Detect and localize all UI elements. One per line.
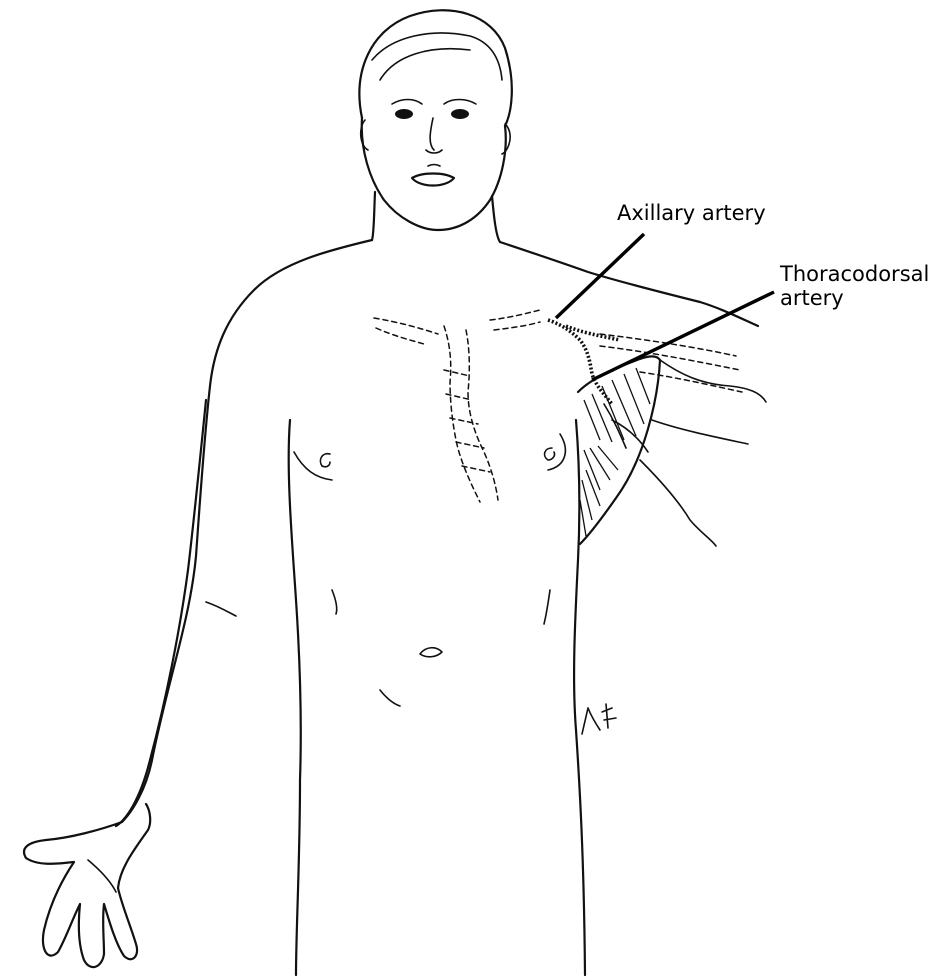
label-thoracodorsal-artery: Thoracodorsal artery	[780, 262, 929, 310]
artist-signature	[578, 700, 628, 740]
face	[392, 100, 476, 186]
skeleton-outline-dashed	[374, 310, 540, 502]
label-thoracodorsal-line2: artery	[780, 286, 929, 310]
arm-and-hand	[24, 400, 236, 967]
head	[359, 10, 511, 230]
leader-line-axillary	[556, 234, 644, 318]
chest-features	[294, 434, 565, 706]
neck	[372, 192, 500, 242]
label-axillary-artery: Axillary artery	[617, 201, 766, 225]
latissimus-muscle	[578, 356, 766, 546]
label-thoracodorsal-line1: Thoracodorsal	[780, 262, 929, 286]
